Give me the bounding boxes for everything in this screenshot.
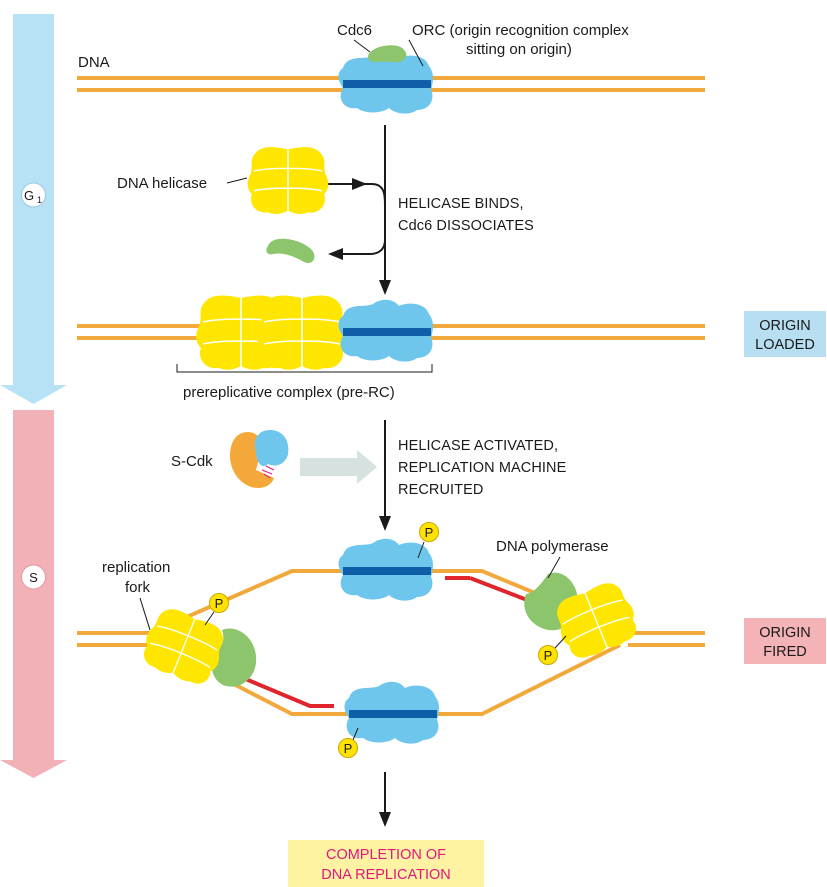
orc-label-line2: sitting on origin) <box>466 41 572 58</box>
pre-rc-label: prereplicative complex (pre-RC) <box>183 384 395 401</box>
origin-loaded-badge: ORIGIN LOADED <box>744 311 826 357</box>
completion-badge: COMPLETION OF DNA REPLICATION <box>288 840 484 887</box>
dna-polymerase-label: DNA polymerase <box>496 538 609 555</box>
orc-complex-loaded <box>338 299 433 362</box>
g1-phase-arrow: G 1 <box>0 14 67 404</box>
orc-label-line1: ORC (origin recognition complex <box>412 22 629 39</box>
step1-line1: HELICASE BINDS, <box>398 196 524 212</box>
step2-line1: HELICASE ACTIVATED, <box>398 438 558 454</box>
origin-loaded-line2: LOADED <box>755 337 815 353</box>
s-phase-arrow: S <box>0 410 67 778</box>
step1-line2: Cdc6 DISSOCIATES <box>398 218 534 234</box>
phospho-orc-top: P <box>417 522 439 559</box>
g1-subscript: 1 <box>37 195 42 205</box>
fork-pointer <box>139 597 151 631</box>
svg-text:P: P <box>425 525 434 540</box>
phospho-orc-bottom: P <box>338 727 359 758</box>
replication-fork-line2: fork <box>125 579 151 596</box>
g1-label: G <box>24 188 34 203</box>
completion-line1: COMPLETION OF <box>326 847 446 863</box>
s-cdk-complex <box>230 430 289 488</box>
orc-complex-top <box>338 51 433 114</box>
s-cdk-label: S-Cdk <box>171 453 213 470</box>
origin-loaded-line1: ORIGIN <box>759 318 811 334</box>
released-cdc6 <box>266 238 315 264</box>
loaded-helicase-right <box>256 294 348 371</box>
cdc6-protein <box>368 45 407 63</box>
s-cdk-action-arrow <box>300 450 377 484</box>
helicase-pointer <box>226 177 248 184</box>
step2-arrow <box>379 420 391 531</box>
orc-fired-bottom <box>344 681 439 744</box>
dna-label: DNA <box>78 54 110 71</box>
step1-arrow <box>323 125 391 295</box>
svg-text:P: P <box>215 596 224 611</box>
polymerase-pointer <box>547 556 561 579</box>
orc-fired-top <box>338 538 433 601</box>
dna-helicase-label: DNA helicase <box>117 175 207 192</box>
origin-fired-badge: ORIGIN FIRED <box>744 618 826 664</box>
dna-polymerase-left <box>211 628 257 687</box>
origin-sequence <box>343 80 431 88</box>
phospho-helicase-right: P <box>538 635 567 665</box>
orc-pointer <box>408 39 424 67</box>
replication-fork-line1: replication <box>102 559 170 576</box>
origin-fired-line2: FIRED <box>763 644 807 660</box>
origin-fired-line1: ORIGIN <box>759 625 811 641</box>
s-label: S <box>29 570 38 585</box>
pre-rc-bracket <box>176 364 433 373</box>
svg-text:P: P <box>544 648 553 663</box>
step2-line2: REPLICATION MACHINE <box>398 460 567 476</box>
cdc6-label: Cdc6 <box>337 22 372 39</box>
completion-line2: DNA REPLICATION <box>321 867 450 883</box>
cdc6-pointer <box>353 39 371 53</box>
svg-text:P: P <box>344 741 353 756</box>
phospho-helicase-left: P <box>204 593 229 626</box>
free-helicase <box>246 146 330 215</box>
step3-arrow <box>379 772 391 827</box>
step2-line3: RECRUITED <box>398 482 484 498</box>
new-dna-bottom <box>235 673 334 708</box>
